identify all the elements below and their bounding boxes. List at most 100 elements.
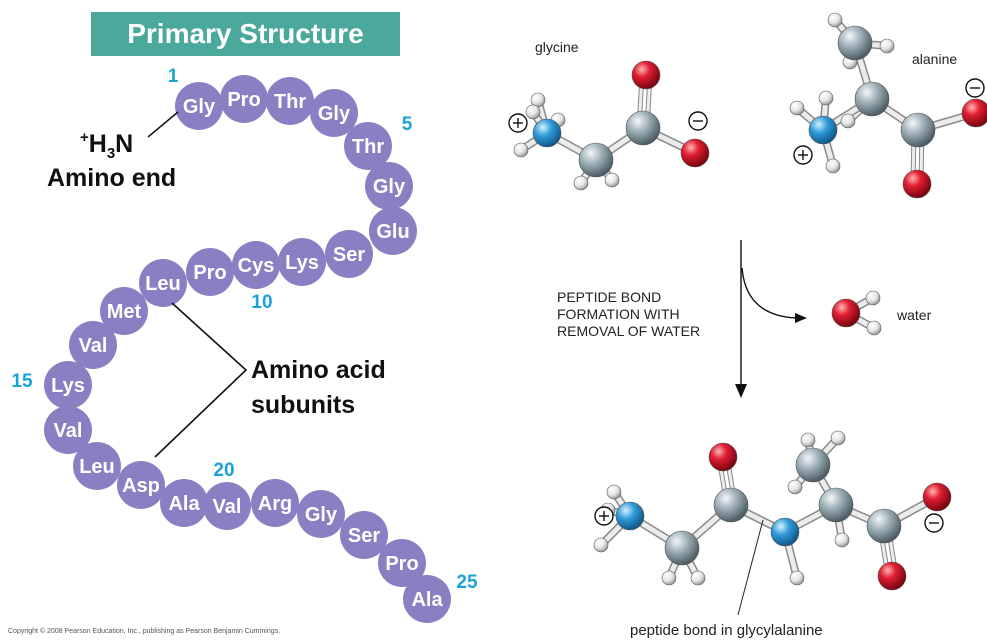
- positive-charge: [508, 113, 528, 133]
- amino-acid-bead: Val: [69, 321, 117, 369]
- bead-circle: [186, 248, 234, 296]
- subunit-pointer: [154, 302, 248, 458]
- carbon-atom: [854, 81, 890, 117]
- carbon-atom: [664, 530, 700, 566]
- amino-acid-bead: Thr: [266, 77, 314, 125]
- nitrogen-atom: [770, 517, 800, 547]
- amino-acid-bead: Pro: [186, 248, 234, 296]
- hydrogen-atom: [690, 570, 706, 586]
- amino-acid-bead: Val: [203, 482, 251, 530]
- hydrogen-atom: [789, 570, 805, 586]
- water-molecule: [831, 290, 882, 336]
- bead-circle: [340, 511, 388, 559]
- amino-acid-bead: Ala: [160, 479, 208, 527]
- position-number: 10: [251, 292, 272, 313]
- amino-acid-bead: Asp: [117, 461, 165, 509]
- bead-circle: [266, 77, 314, 125]
- negative-charge: [688, 111, 708, 131]
- amino-acid-bead: Glu: [369, 207, 417, 255]
- hydrogen-atom: [789, 100, 805, 116]
- bead-circle: [160, 479, 208, 527]
- bead-label: Pro: [227, 89, 260, 111]
- amino-acid-bead: Val: [44, 406, 92, 454]
- amino-acid-bead: Gly: [365, 162, 413, 210]
- bead-circle: [220, 75, 268, 123]
- amino-acid-bead: Gly: [310, 89, 358, 137]
- bead-circle: [378, 539, 426, 587]
- bead-label: Pro: [193, 262, 226, 284]
- position-number: 1: [168, 66, 179, 87]
- carbon-atom: [795, 447, 831, 483]
- amino-acid-bead: Cys: [232, 241, 280, 289]
- reaction-label-line: PEPTIDE BOND: [557, 289, 661, 305]
- hydrogen-atom: [818, 90, 834, 106]
- amino-acid-bead: Ala: [403, 575, 451, 623]
- alanine-label: alanine: [912, 51, 957, 67]
- hydrogen-atom: [827, 12, 843, 28]
- hydrogen-atom: [573, 175, 589, 191]
- bead-circle: [73, 442, 121, 490]
- bead-circle: [365, 162, 413, 210]
- amino-end-label: Amino end: [47, 164, 176, 192]
- bead-circle: [139, 259, 187, 307]
- bead-circle: [44, 406, 92, 454]
- bead-circle: [203, 482, 251, 530]
- carbon-atom: [866, 508, 902, 544]
- hydrogen-atom: [830, 430, 846, 446]
- hydrogen-atom: [865, 290, 881, 306]
- copyright-notice: Copyright © 2008 Pearson Education, Inc.…: [8, 628, 281, 635]
- bead-circle: [310, 89, 358, 137]
- amino-acid-bead: Ser: [325, 230, 373, 278]
- nitrogen-atom: [615, 501, 645, 531]
- glycylalanine-molecule: [593, 430, 952, 591]
- amino-acid-bead: Met: [100, 287, 148, 335]
- hydrogen-atom: [593, 537, 609, 553]
- oxygen-atom: [961, 98, 987, 128]
- oxygen-atom: [831, 298, 861, 328]
- position-number: 5: [402, 114, 413, 135]
- amino-acid-bead: Gly: [175, 82, 223, 130]
- amino-acid-bead: Leu: [139, 259, 187, 307]
- bead-label: Pro: [385, 553, 418, 575]
- hydrogen-atom: [606, 484, 622, 500]
- bead-circle: [117, 461, 165, 509]
- terminus-bond: [147, 111, 179, 138]
- hydrogen-atom: [787, 479, 803, 495]
- bead-label: Gly: [318, 103, 351, 125]
- amino-acid-bead: Pro: [220, 75, 268, 123]
- hydrogen-atom: [525, 104, 541, 120]
- hydrogen-atom: [513, 142, 529, 158]
- bead-label: Val: [79, 335, 108, 357]
- hydrogen-atom: [800, 432, 816, 448]
- product-label: peptide bond in glycylalanine: [630, 622, 823, 639]
- oxygen-atom: [877, 561, 907, 591]
- bead-label: Leu: [79, 456, 115, 478]
- position-number: 25: [456, 572, 478, 593]
- amino-acid-bead: Ser: [340, 511, 388, 559]
- amino-acid-bead: Thr: [344, 122, 392, 170]
- bead-circle: [175, 82, 223, 130]
- title-banner: [91, 12, 400, 56]
- hydrogen-atom: [840, 113, 856, 129]
- water-label: water: [896, 307, 932, 323]
- glycine-molecule: [508, 60, 710, 191]
- bead-circle: [44, 361, 92, 409]
- amino-acid-bead: Pro: [378, 539, 426, 587]
- diagram-title: Primary Structure: [127, 18, 364, 49]
- hydrogen-atom: [661, 570, 677, 586]
- negative-charge: [965, 78, 985, 98]
- bead-label: Ala: [411, 589, 443, 611]
- amino-acid-bead: Lys: [278, 238, 326, 286]
- hydrogen-atom: [834, 532, 850, 548]
- oxygen-atom: [922, 482, 952, 512]
- hydrogen-atom: [866, 320, 882, 336]
- carbon-atom: [578, 142, 614, 178]
- bead-circle: [278, 238, 326, 286]
- bead-label: Gly: [183, 96, 216, 118]
- hydrogen-atom: [825, 158, 841, 174]
- bead-circle: [344, 122, 392, 170]
- bead-label: Arg: [258, 493, 292, 515]
- bead-circle: [232, 241, 280, 289]
- amino-acid-bead: Leu: [73, 442, 121, 490]
